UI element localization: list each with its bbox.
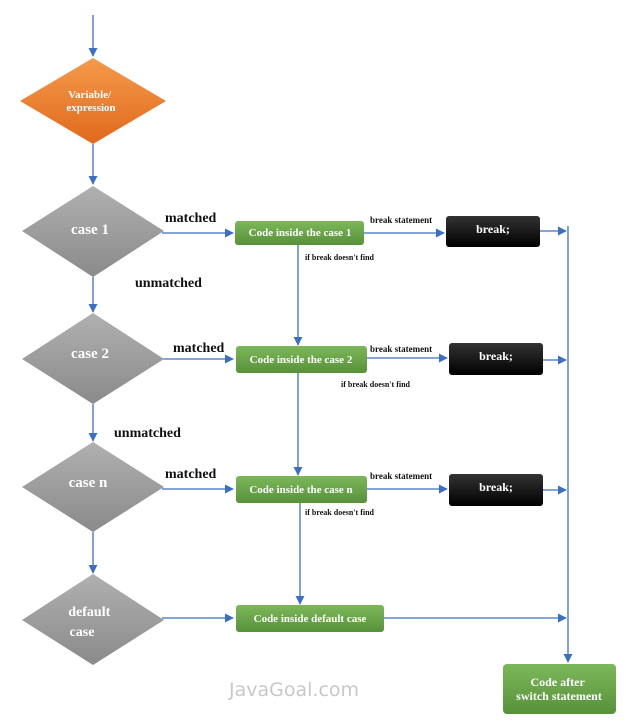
start-node-line-1: Variable/ (68, 89, 112, 101)
code-case-2-box (236, 346, 367, 373)
break-2-label: break; (479, 349, 513, 363)
case-2-diamond (22, 313, 164, 404)
unmatched-label-1: unmatched (135, 276, 202, 291)
end-node-label: Code after switch statement (516, 675, 602, 703)
case-n-label: case n (69, 475, 108, 491)
watermark: JavaGoal.com (228, 679, 359, 701)
default-case-diamond (22, 574, 164, 665)
break-n-label: break; (479, 480, 513, 494)
matched-label-2: matched (173, 341, 225, 356)
end-node-line-1: Code after (530, 675, 585, 689)
fallthrough-label-n: if break doesn't find (305, 508, 375, 517)
fallthrough-label-1: if break doesn't find (305, 253, 375, 262)
break-statement-label-2: break statement (370, 344, 432, 354)
code-case-1-box (235, 221, 364, 245)
break-statement-label-1: break statement (370, 215, 432, 225)
break-n-box (449, 474, 543, 506)
case-1-diamond (22, 186, 164, 277)
case-n-diamond (22, 442, 164, 532)
start-node-line-2: expression (66, 102, 115, 114)
default-case-label: default case (68, 605, 114, 640)
break-1-label: break; (476, 222, 510, 236)
code-case-n-label: Code inside the case n (249, 484, 352, 496)
end-node-box (503, 664, 616, 714)
code-case-1-label: Code inside the case 1 (249, 227, 352, 239)
case-2-label: case 2 (71, 346, 109, 362)
break-statement-label-n: break statement (370, 471, 432, 481)
matched-label-n: matched (165, 467, 217, 482)
unmatched-label-2: unmatched (114, 426, 181, 441)
code-default-box (236, 605, 384, 632)
default-case-line-1: default (68, 605, 110, 620)
break-2-box (449, 343, 543, 375)
end-node-line-2: switch statement (516, 689, 602, 703)
code-case-n-box (236, 476, 367, 503)
break-1-box (446, 216, 540, 247)
start-node-shape (20, 58, 166, 144)
matched-label-1: matched (165, 211, 217, 226)
start-node-label: Variable/ expression (66, 89, 115, 114)
default-case-line-2: case (70, 625, 95, 640)
case-1-label: case 1 (71, 222, 109, 238)
code-default-label: Code inside default case (254, 613, 367, 625)
fallthrough-label-2: if break doesn't find (341, 380, 411, 389)
code-case-2-label: Code inside the case 2 (250, 354, 353, 366)
